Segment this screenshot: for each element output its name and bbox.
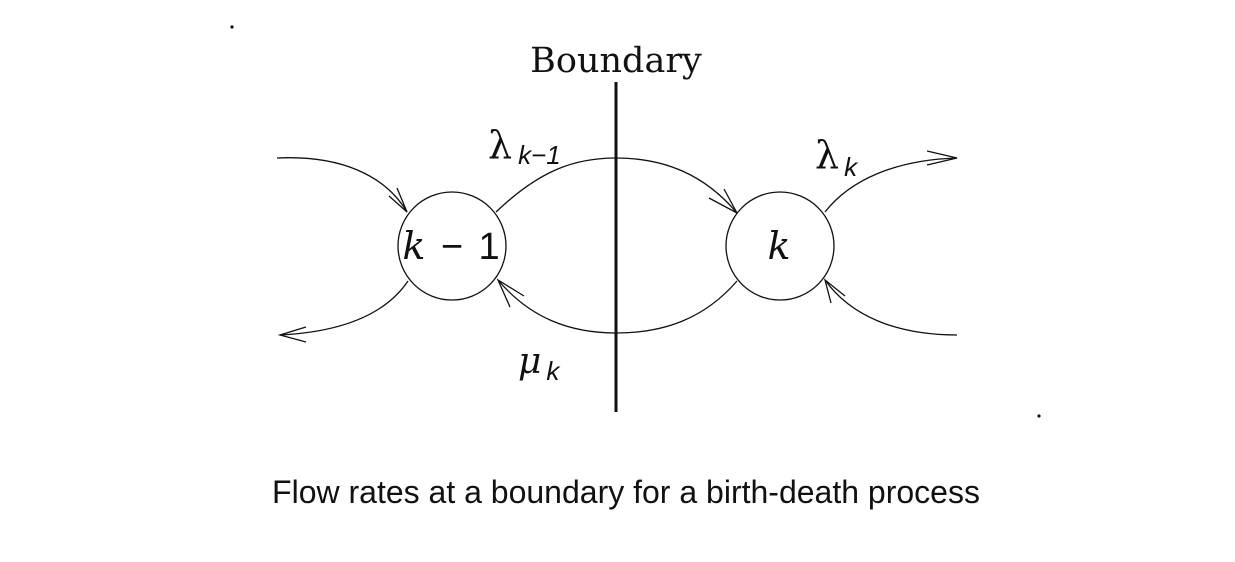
figure-caption: Flow rates at a boundary for a birth-dea… [272, 474, 980, 510]
incoming-arc-right [824, 279, 958, 336]
stray-dot-bottom-right [1037, 414, 1041, 418]
node-k-minus-1-label: k − 1 [402, 224, 499, 268]
rate-lambda-k: λ k [815, 133, 859, 182]
arrowhead-right-out [926, 150, 958, 166]
stray-dot-top-left [230, 25, 234, 29]
rate-lambda-prev: λ k−1 [488, 123, 561, 170]
rate-mu-k: μ k [518, 341, 561, 386]
arrowhead-left-in [388, 187, 408, 213]
outgoing-arc-left [279, 280, 409, 336]
incoming-arc-left [276, 157, 408, 213]
arrowhead-mu-k [496, 278, 525, 308]
arrowhead-right-in [823, 278, 846, 304]
outgoing-arc-right [824, 157, 958, 213]
arrowhead-left-out [277, 326, 307, 343]
node-k-minus-1 [397, 191, 507, 301]
arrowhead-lambda-prev [708, 188, 739, 215]
arc-mu-k [497, 279, 738, 334]
boundary-label: Boundary [530, 41, 702, 81]
node-k [725, 191, 835, 301]
arc-lambda-prev [495, 157, 738, 214]
node-k-label: k [767, 224, 790, 268]
